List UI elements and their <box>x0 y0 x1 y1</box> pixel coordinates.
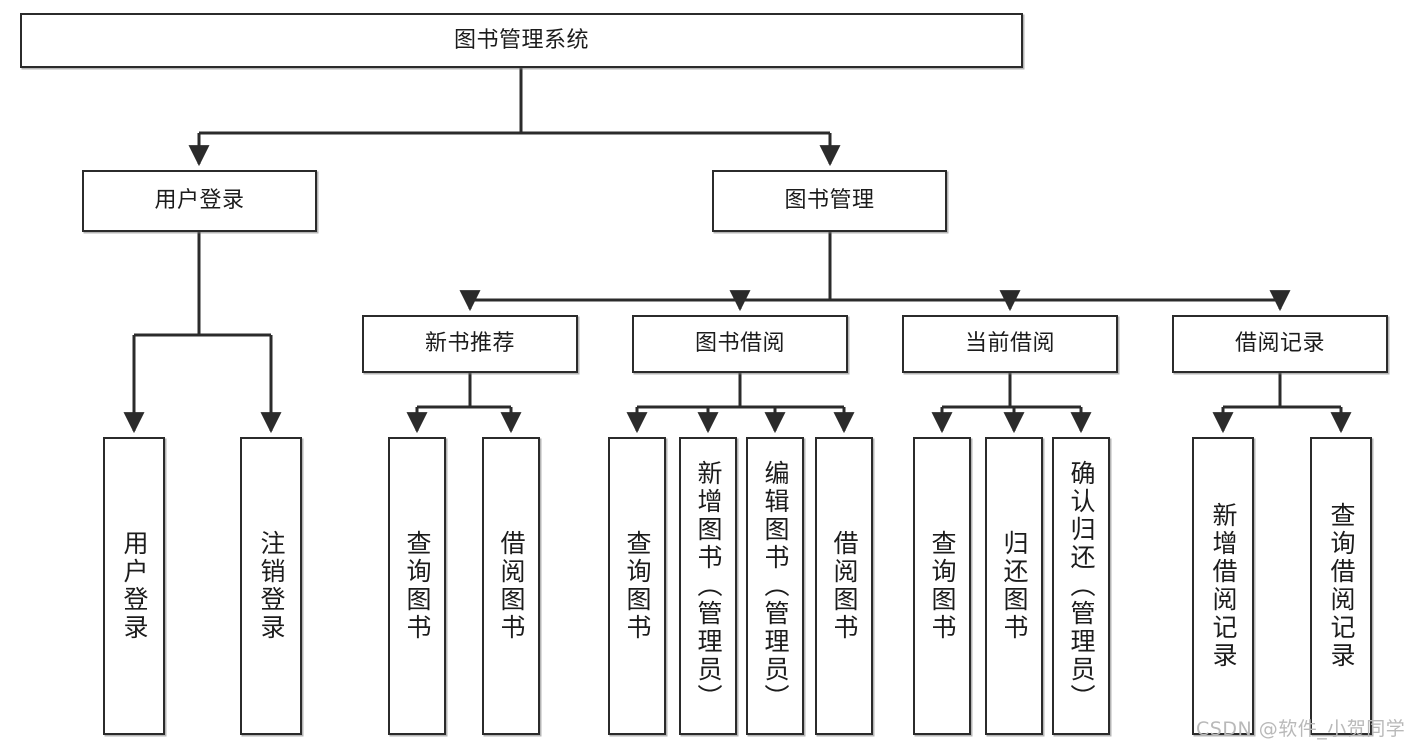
node-book-management-label: 图书管理 <box>784 188 875 214</box>
node-new-book-recommend-label: 新书推荐 <box>424 331 515 357</box>
node-current-borrow[interactable]: 当前借阅 <box>902 315 1118 373</box>
leaf-user-login-label: 用户登录 <box>120 530 149 642</box>
leaf-borrow-book-newbook-label: 借阅图书 <box>497 530 526 642</box>
node-borrow-record[interactable]: 借阅记录 <box>1172 315 1388 373</box>
leaf-query-book-borrow-label: 查询图书 <box>623 530 652 642</box>
node-root[interactable]: 图书管理系统 <box>20 13 1023 68</box>
leaf-edit-book-admin-label: 编辑图书（管理员） <box>761 460 790 712</box>
leaf-edit-book-admin[interactable]: 编辑图书（管理员） <box>746 437 804 735</box>
csdn-watermark: CSDN @软件_小贺同学 <box>1196 718 1405 740</box>
leaf-add-borrow-record[interactable]: 新增借阅记录 <box>1192 437 1254 735</box>
leaf-confirm-return-admin-label: 确认归还（管理员） <box>1067 460 1096 712</box>
leaf-borrow-book[interactable]: 借阅图书 <box>815 437 873 735</box>
node-book-management[interactable]: 图书管理 <box>712 170 947 232</box>
node-book-borrow[interactable]: 图书借阅 <box>632 315 848 373</box>
node-user-login[interactable]: 用户登录 <box>82 170 317 232</box>
leaf-query-book-newbook[interactable]: 查询图书 <box>388 437 446 735</box>
node-borrow-record-label: 借阅记录 <box>1234 331 1325 357</box>
leaf-query-borrow-record-label: 查询借阅记录 <box>1327 502 1356 670</box>
leaf-logout-label: 注销登录 <box>257 530 286 642</box>
node-root-label: 图书管理系统 <box>453 27 589 53</box>
leaf-query-book-newbook-label: 查询图书 <box>403 530 432 642</box>
leaf-query-book-current-label: 查询图书 <box>928 530 957 642</box>
node-user-login-label: 用户登录 <box>154 188 245 214</box>
node-current-borrow-label: 当前借阅 <box>964 331 1055 357</box>
leaf-borrow-book-newbook[interactable]: 借阅图书 <box>482 437 540 735</box>
leaf-logout[interactable]: 注销登录 <box>240 437 302 735</box>
leaf-borrow-book-label: 借阅图书 <box>830 530 859 642</box>
leaf-add-borrow-record-label: 新增借阅记录 <box>1209 502 1238 670</box>
leaf-return-book-label: 归还图书 <box>1000 530 1029 642</box>
leaf-return-book[interactable]: 归还图书 <box>985 437 1043 735</box>
leaf-confirm-return-admin[interactable]: 确认归还（管理员） <box>1052 437 1110 735</box>
leaf-add-book-admin-label: 新增图书（管理员） <box>694 460 723 712</box>
node-book-borrow-label: 图书借阅 <box>694 331 785 357</box>
node-new-book-recommend[interactable]: 新书推荐 <box>362 315 578 373</box>
leaf-query-book-borrow[interactable]: 查询图书 <box>608 437 666 735</box>
leaf-user-login[interactable]: 用户登录 <box>103 437 165 735</box>
leaf-query-book-current[interactable]: 查询图书 <box>913 437 971 735</box>
leaf-query-borrow-record[interactable]: 查询借阅记录 <box>1310 437 1372 735</box>
leaf-add-book-admin[interactable]: 新增图书（管理员） <box>679 437 737 735</box>
